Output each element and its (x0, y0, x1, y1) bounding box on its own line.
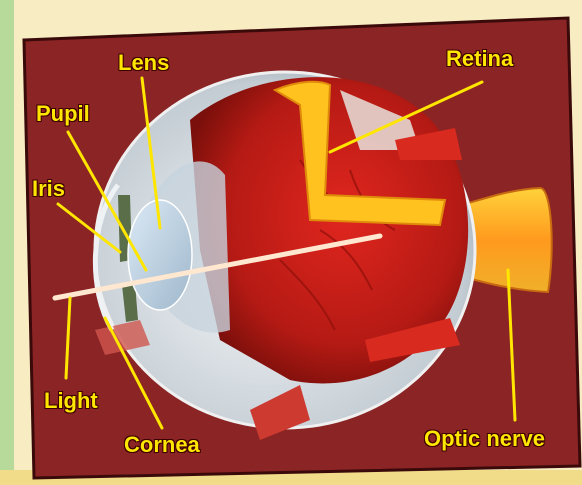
label-lens: Lens (118, 52, 169, 74)
label-retina: Retina (446, 48, 513, 70)
label-light: Light (44, 390, 98, 412)
label-optic-nerve: Optic nerve (424, 428, 545, 450)
label-pupil: Pupil (36, 103, 90, 125)
left-green-border (0, 0, 14, 485)
label-iris: Iris (32, 178, 65, 200)
label-cornea: Cornea (124, 434, 200, 456)
